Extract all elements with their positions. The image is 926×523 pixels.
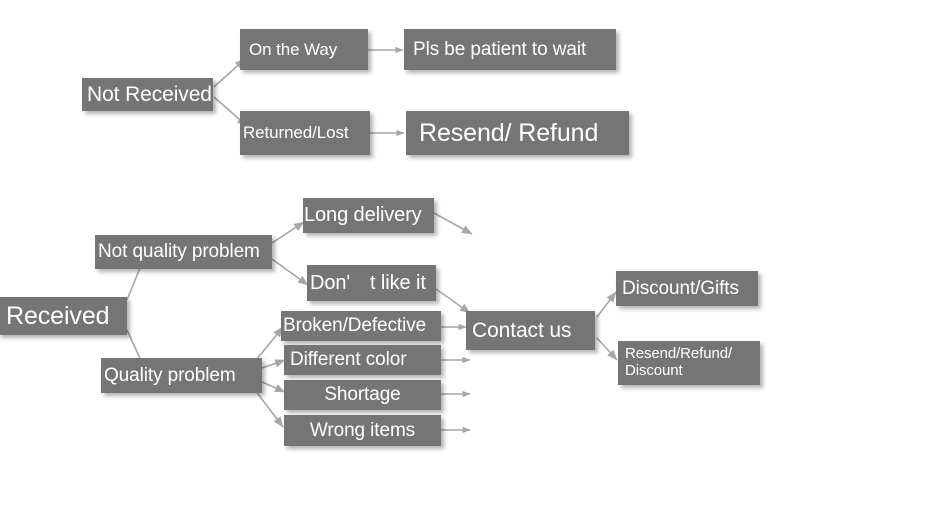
node-label: Different color bbox=[290, 349, 407, 371]
node-label: Quality problem bbox=[104, 364, 236, 386]
node-quality-problem[interactable]: Quality problem bbox=[101, 358, 262, 393]
node-discount-gifts[interactable]: Discount/Gifts bbox=[616, 271, 758, 306]
node-label: Broken/Defective bbox=[283, 315, 427, 337]
link-long-delivery-to-contact-us bbox=[433, 212, 473, 235]
node-label: On the Way bbox=[249, 39, 338, 59]
node-on-the-way[interactable]: On the Way bbox=[240, 29, 368, 70]
link-received-to-not-quality-problem bbox=[126, 267, 141, 301]
link-quality-to-shortage bbox=[261, 381, 286, 393]
node-shortage[interactable]: Shortage bbox=[284, 380, 441, 410]
node-not-received[interactable]: Not Received bbox=[82, 78, 213, 111]
node-label: Resend/Refund/ Discount bbox=[625, 345, 733, 379]
link-not-quality-to-dont-like-it bbox=[271, 258, 309, 286]
node-label: Returned/Lost bbox=[243, 123, 349, 143]
node-resend-refund[interactable]: Resend/ Refund bbox=[406, 111, 629, 155]
node-different-color[interactable]: Different color bbox=[284, 345, 441, 375]
node-returned-lost[interactable]: Returned/Lost bbox=[240, 111, 370, 155]
node-label: Not Received bbox=[87, 82, 212, 106]
node-broken-defective[interactable]: Broken/Defective bbox=[281, 311, 441, 341]
node-label: Contact us bbox=[472, 318, 572, 342]
node-long-delivery[interactable]: Long delivery bbox=[303, 198, 434, 233]
link-contact-us-to-resend-refund-discount bbox=[596, 337, 618, 361]
link-contact-us-to-discount-gifts bbox=[596, 291, 617, 318]
node-label: Long delivery bbox=[304, 204, 422, 227]
link-dont-like-it-to-contact-us bbox=[435, 288, 471, 314]
node-label: Don' t like it bbox=[310, 271, 426, 294]
node-dont-like-it[interactable]: Don' t like it bbox=[307, 265, 436, 301]
node-label: Wrong items bbox=[309, 419, 416, 441]
node-contact-us[interactable]: Contact us bbox=[466, 311, 595, 350]
node-pls-be-patient-to-wait[interactable]: Pls be patient to wait bbox=[404, 29, 616, 70]
node-not-quality-problem[interactable]: Not quality problem bbox=[95, 235, 272, 269]
link-not-quality-to-long-delivery bbox=[271, 221, 305, 244]
node-label: Pls be patient to wait bbox=[413, 38, 587, 60]
node-label: Shortage bbox=[324, 384, 401, 406]
node-resend-refund-discount[interactable]: Resend/Refund/ Discount bbox=[618, 341, 760, 385]
node-wrong-items[interactable]: Wrong items bbox=[284, 415, 441, 446]
node-label: Received bbox=[6, 302, 110, 330]
node-label: Discount/Gifts bbox=[622, 277, 739, 299]
node-received[interactable]: Received bbox=[0, 297, 127, 335]
node-label: Not quality problem bbox=[98, 241, 260, 263]
link-quality-to-different-color bbox=[261, 359, 286, 369]
node-label: Resend/ Refund bbox=[419, 119, 599, 147]
